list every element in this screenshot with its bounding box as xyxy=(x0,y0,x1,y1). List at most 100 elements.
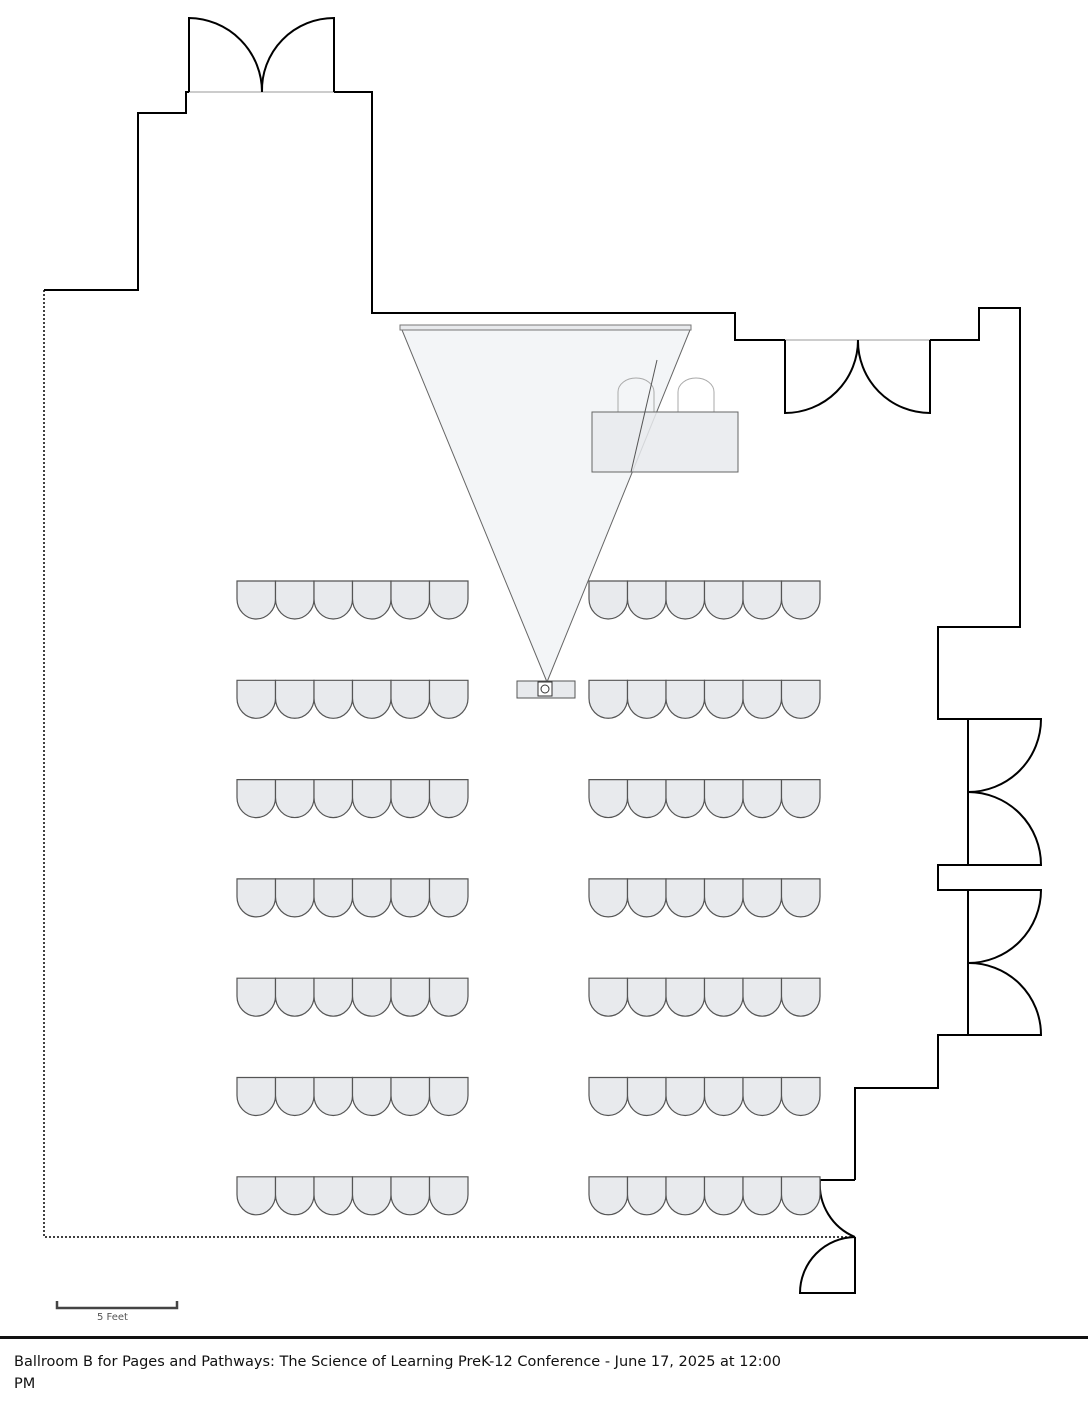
chair-right-row3-seat3 xyxy=(665,779,706,819)
door-icon xyxy=(784,339,859,415)
door-icon xyxy=(967,791,1043,866)
wall-outline xyxy=(44,91,189,291)
chair-left-row2-seat5 xyxy=(390,679,431,719)
chair-left-row1-seat2 xyxy=(274,580,315,620)
chair-right-row4-seat3 xyxy=(665,878,706,918)
chair-right-row7-seat5 xyxy=(742,1176,783,1216)
door-icon xyxy=(967,961,1043,1036)
chair-left-row7-seat6 xyxy=(428,1176,469,1216)
projection-screen xyxy=(399,324,692,684)
chair-left-row7-seat1 xyxy=(236,1176,277,1216)
chair-left-row5-seat4 xyxy=(351,977,392,1017)
projector-icon xyxy=(516,680,576,699)
chair-left-row4-seat2 xyxy=(274,878,315,918)
head-table xyxy=(591,359,739,473)
door-icon xyxy=(818,1179,856,1238)
chair-right-row3-seat5 xyxy=(742,779,783,819)
chair-right-row2-seat4 xyxy=(703,679,744,719)
chair-right-row1-seat3 xyxy=(665,580,706,620)
chair-left-row3-seat6 xyxy=(428,779,469,819)
chair-left-row4-seat6 xyxy=(428,878,469,918)
chair-left-row3-seat2 xyxy=(274,779,315,819)
chair-left-row6-seat6 xyxy=(428,1076,469,1117)
chair-right-row3-seat2 xyxy=(626,779,667,819)
chair-right-row7-seat1 xyxy=(588,1176,629,1216)
chair-right-row7-seat2 xyxy=(626,1176,667,1216)
chair-right-row5-seat2 xyxy=(626,977,667,1017)
chair-right-row2-seat5 xyxy=(742,679,783,719)
chair-right-row2-seat1 xyxy=(588,679,629,719)
chair-left-row1-seat4 xyxy=(351,580,392,620)
chair-left-row3-seat5 xyxy=(390,779,431,819)
chair-right-row2-seat3 xyxy=(665,679,706,719)
chair-left-row1-seat1 xyxy=(236,580,277,620)
chair-right-row5-seat4 xyxy=(703,977,744,1017)
walls xyxy=(43,16,1043,1294)
chair-right-row6-seat1 xyxy=(588,1076,629,1117)
chair-right-row4-seat5 xyxy=(742,878,783,918)
chair-right-row4-seat1 xyxy=(588,878,629,918)
chair-right-row7-seat3 xyxy=(665,1176,706,1216)
chair-left-row2-seat6 xyxy=(428,679,469,719)
wall-outline xyxy=(854,307,1021,1180)
chair-right-row3-seat1 xyxy=(588,779,629,819)
door-icon xyxy=(967,718,1043,793)
chair-right-row6-seat3 xyxy=(665,1076,706,1117)
chair-rows xyxy=(236,580,821,1216)
chair-left-row2-seat3 xyxy=(313,679,354,719)
table-chair xyxy=(617,377,655,412)
chair-left-row5-seat6 xyxy=(428,977,469,1017)
chair-left-row5-seat5 xyxy=(390,977,431,1017)
door-icon xyxy=(798,1236,856,1294)
chair-left-row1-seat3 xyxy=(313,580,354,620)
chair-left-row3-seat4 xyxy=(351,779,392,819)
chair-left-row7-seat3 xyxy=(313,1176,354,1216)
chair-left-row2-seat1 xyxy=(236,679,277,719)
chair-right-row5-seat3 xyxy=(665,977,706,1017)
chair-left-row6-seat3 xyxy=(313,1076,354,1117)
chair-right-row4-seat2 xyxy=(626,878,667,918)
chair-right-row6-seat5 xyxy=(742,1076,783,1117)
chair-right-row5-seat5 xyxy=(742,977,783,1017)
projection-beam xyxy=(401,329,691,684)
chair-left-row2-seat2 xyxy=(274,679,315,719)
wall-outline xyxy=(334,91,785,341)
chair-left-row7-seat5 xyxy=(390,1176,431,1216)
chair-left-row4-seat4 xyxy=(351,878,392,918)
footer-divider xyxy=(0,1336,1088,1339)
chair-left-row6-seat5 xyxy=(390,1076,431,1117)
chair-right-row3-seat6 xyxy=(780,779,821,819)
door-icon xyxy=(856,339,931,415)
chair-left-row1-seat5 xyxy=(390,580,431,620)
table xyxy=(591,411,739,473)
chair-right-row5-seat1 xyxy=(588,977,629,1017)
chair-right-row2-seat2 xyxy=(626,679,667,719)
chair-right-row7-seat4 xyxy=(703,1176,744,1216)
chair-right-row3-seat4 xyxy=(703,779,744,819)
event-caption: Ballroom B for Pages and Pathways: The S… xyxy=(14,1354,782,1392)
table-chair xyxy=(677,377,715,412)
chair-left-row5-seat1 xyxy=(236,977,277,1017)
chair-left-row7-seat2 xyxy=(274,1176,315,1216)
chair-right-row1-seat5 xyxy=(742,580,783,620)
chair-right-row4-seat4 xyxy=(703,878,744,918)
chair-right-row7-seat6 xyxy=(780,1176,821,1216)
chair-right-row1-seat4 xyxy=(703,580,744,620)
chair-left-row7-seat4 xyxy=(351,1176,392,1216)
scale-bar xyxy=(55,1301,179,1310)
chair-left-row4-seat5 xyxy=(390,878,431,918)
chair-right-row6-seat6 xyxy=(780,1076,821,1117)
chair-left-row5-seat3 xyxy=(313,977,354,1017)
chair-right-row6-seat2 xyxy=(626,1076,667,1117)
chair-right-row6-seat4 xyxy=(703,1076,744,1117)
door-icon xyxy=(967,889,1043,964)
chair-left-row4-seat1 xyxy=(236,878,277,918)
scale-label: 5 Feet xyxy=(97,1312,128,1323)
screen xyxy=(399,324,692,331)
door-icon xyxy=(188,16,263,93)
chair-right-row2-seat6 xyxy=(780,679,821,719)
chair-left-row3-seat3 xyxy=(313,779,354,819)
chair-left-row5-seat2 xyxy=(274,977,315,1017)
chair-right-row1-seat6 xyxy=(780,580,821,620)
